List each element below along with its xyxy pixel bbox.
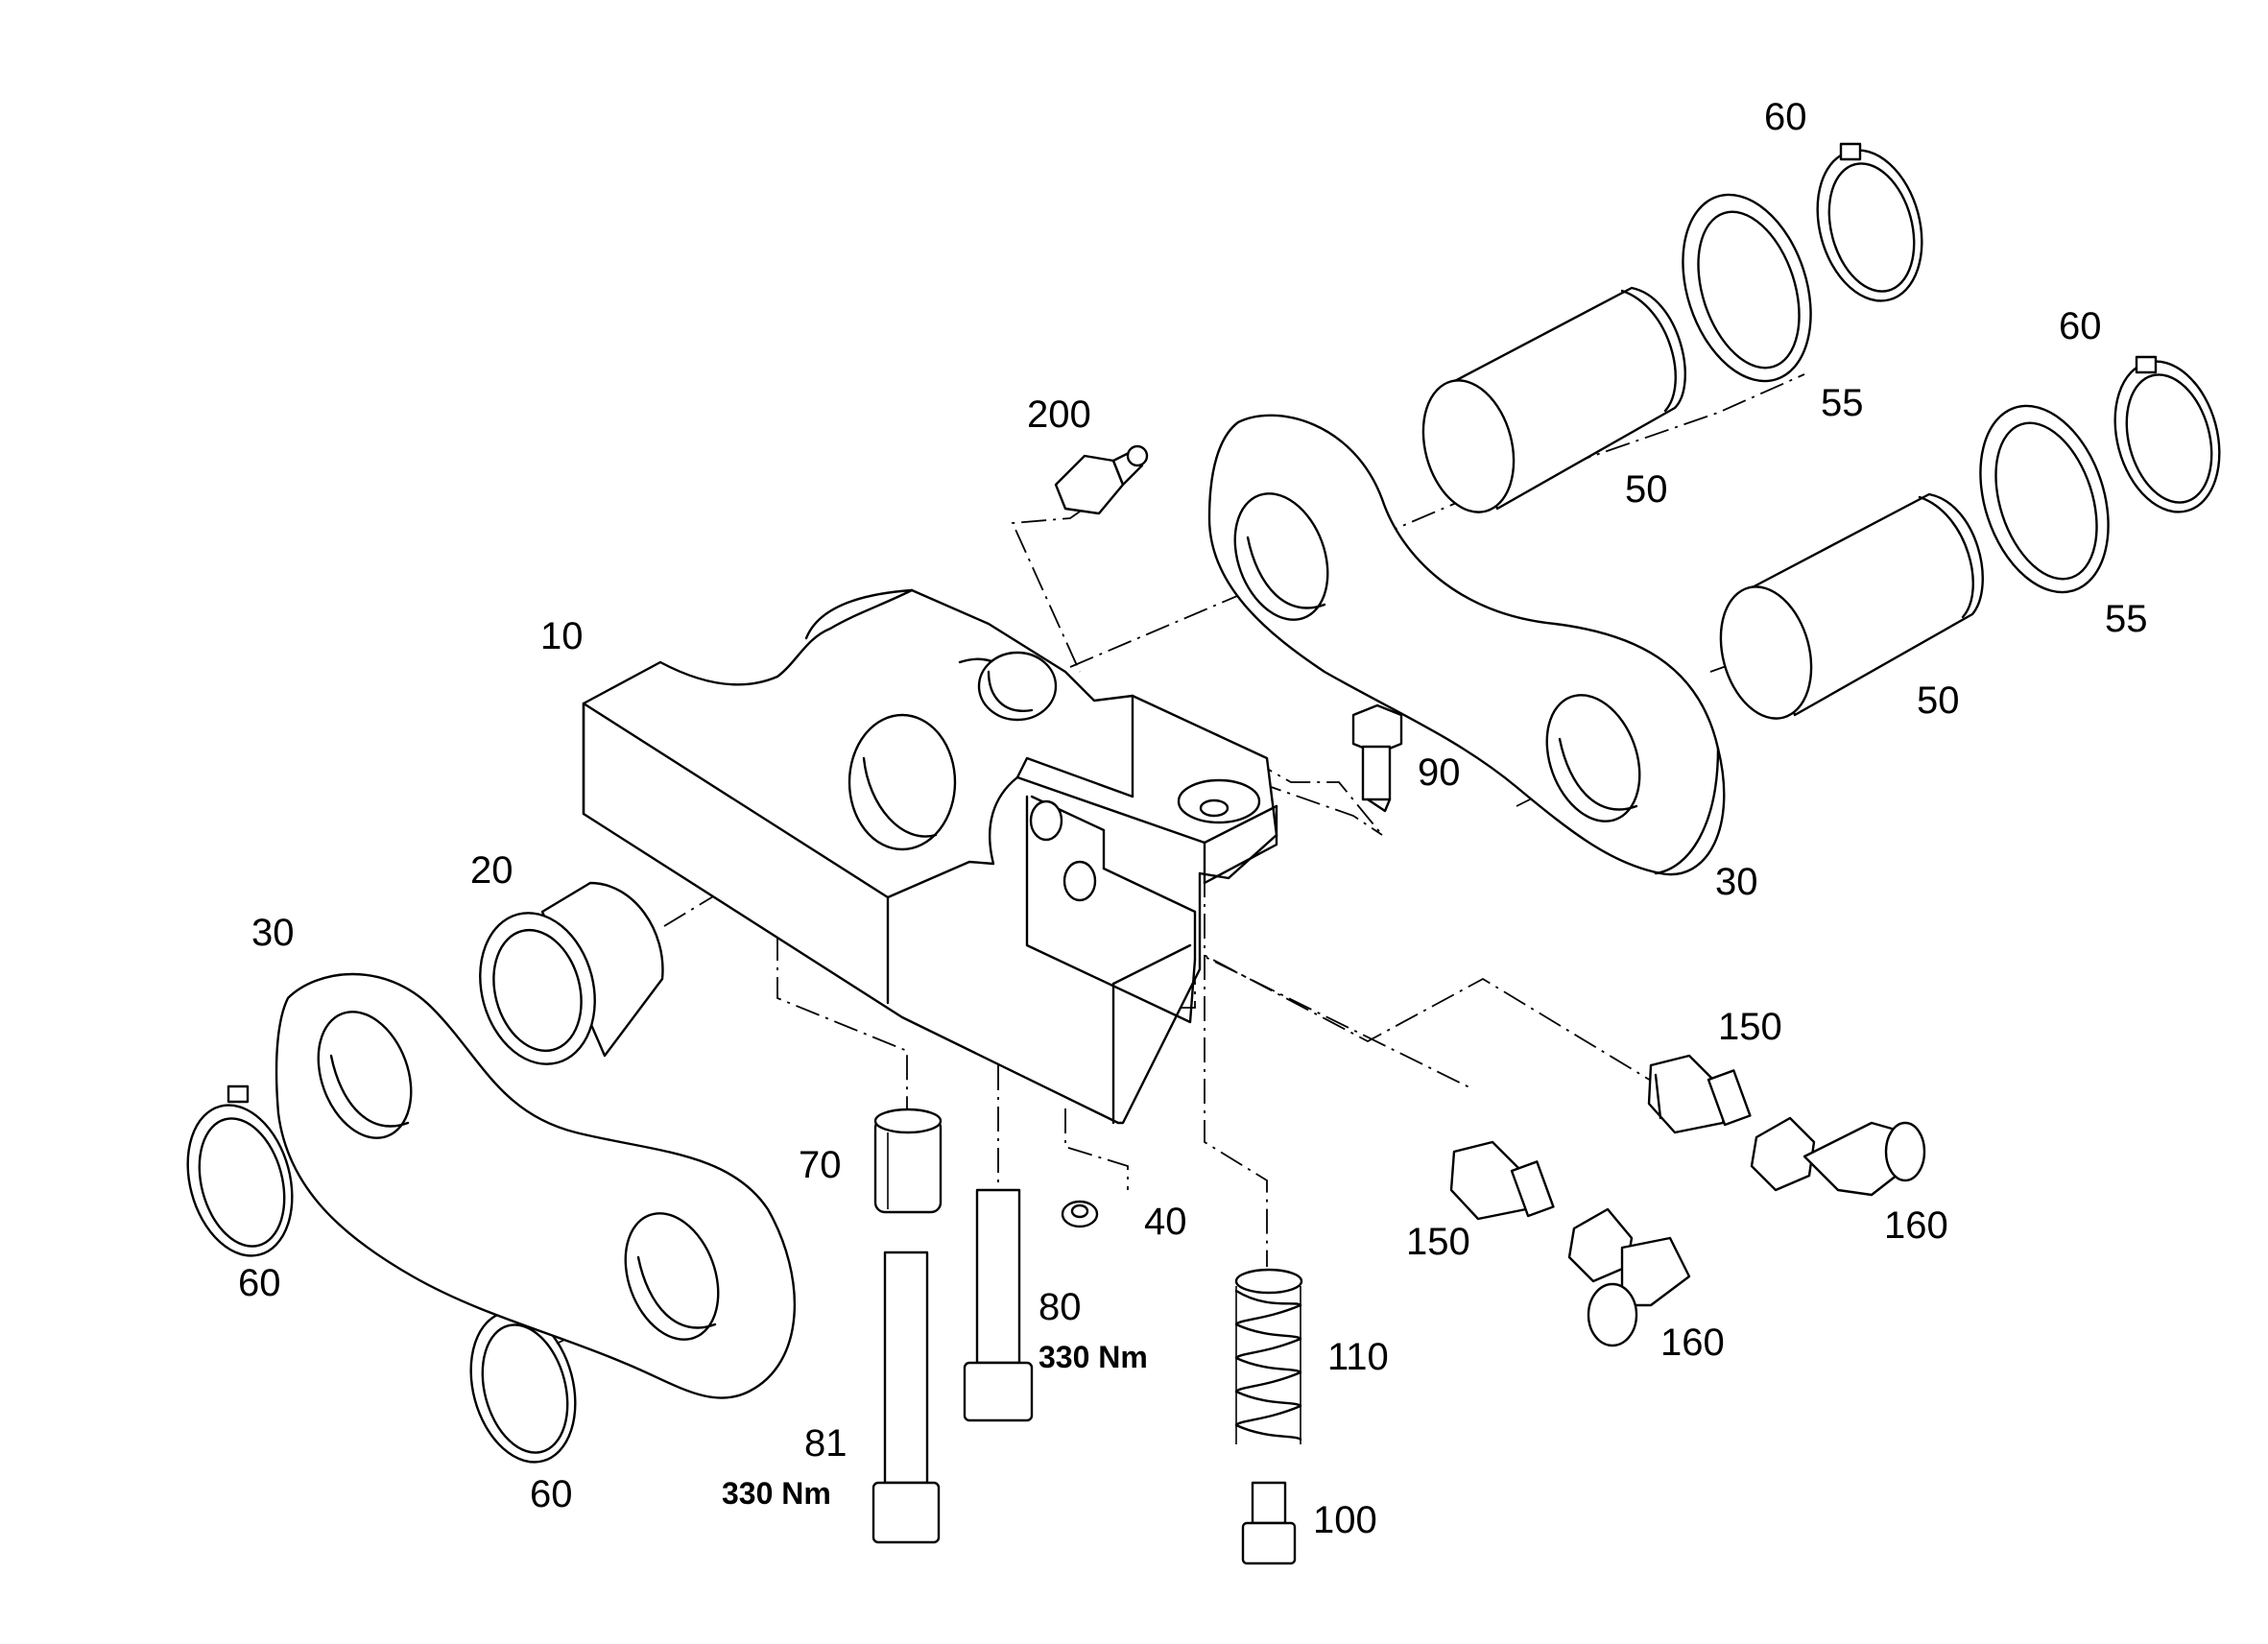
part-50-bottom-pin [1719, 492, 1984, 720]
part-60-top-ring-2 [2113, 355, 2221, 513]
part-200-grease-nipple [1054, 444, 1149, 515]
label-50-bottom: 50 [1917, 679, 1960, 722]
part-10-body [582, 588, 1278, 1125]
part-20-bushing [479, 881, 664, 1065]
part-70-sleeve [873, 1108, 943, 1214]
label-10: 10 [540, 615, 584, 657]
label-150-left: 150 [1406, 1221, 1470, 1263]
label-30-right: 30 [1715, 861, 1758, 903]
part-160-right-elbow [1750, 1116, 1926, 1197]
label-55-bottom: 55 [2105, 598, 2148, 640]
part-labels: 10 20 30 30 40 50 50 55 55 60 60 60 60 7… [238, 96, 2148, 1541]
label-200: 200 [1027, 393, 1091, 436]
part-60-left-ring [186, 1084, 294, 1257]
label-40: 40 [1144, 1201, 1187, 1243]
part-150-right-fitting [1647, 1054, 1752, 1134]
part-30-left-link [275, 972, 797, 1399]
label-100: 100 [1313, 1499, 1377, 1541]
label-160-right: 160 [1884, 1204, 1948, 1247]
label-55-top: 55 [1821, 382, 1864, 424]
label-60-left: 60 [238, 1262, 281, 1304]
torque-80: 330 Nm [1039, 1340, 1148, 1374]
label-20: 20 [470, 849, 513, 892]
part-40-washer [1061, 1200, 1099, 1228]
label-90: 90 [1418, 751, 1461, 794]
label-80: 80 [1039, 1286, 1082, 1328]
part-150-left-fitting [1449, 1140, 1555, 1221]
part-55-top-washer [1682, 193, 1812, 383]
label-81: 81 [804, 1422, 848, 1465]
part-90-bolt [1351, 703, 1403, 813]
part-81-bolt [871, 1251, 941, 1544]
label-110: 110 [1327, 1336, 1389, 1378]
part-80-bolt [963, 1188, 1034, 1422]
label-150-right: 150 [1718, 1006, 1782, 1048]
part-60-top-ring-1 [1816, 142, 1923, 302]
part-110-spring [1234, 1268, 1303, 1444]
part-30-right-link [1207, 414, 1726, 876]
part-160-left-elbow [1567, 1207, 1691, 1347]
label-70: 70 [799, 1144, 842, 1186]
label-60-top-2: 60 [2059, 305, 2102, 347]
label-60-bottom: 60 [530, 1473, 573, 1515]
torque-81: 330 Nm [722, 1476, 831, 1511]
label-30-left: 30 [251, 912, 295, 954]
part-100-bolt [1241, 1481, 1297, 1565]
part-55-bottom-washer [1979, 404, 2110, 594]
label-60-top-1: 60 [1764, 96, 1807, 138]
label-160-left: 160 [1660, 1322, 1725, 1364]
part-50-top-pin [1421, 286, 1686, 513]
label-50-top: 50 [1625, 468, 1668, 511]
